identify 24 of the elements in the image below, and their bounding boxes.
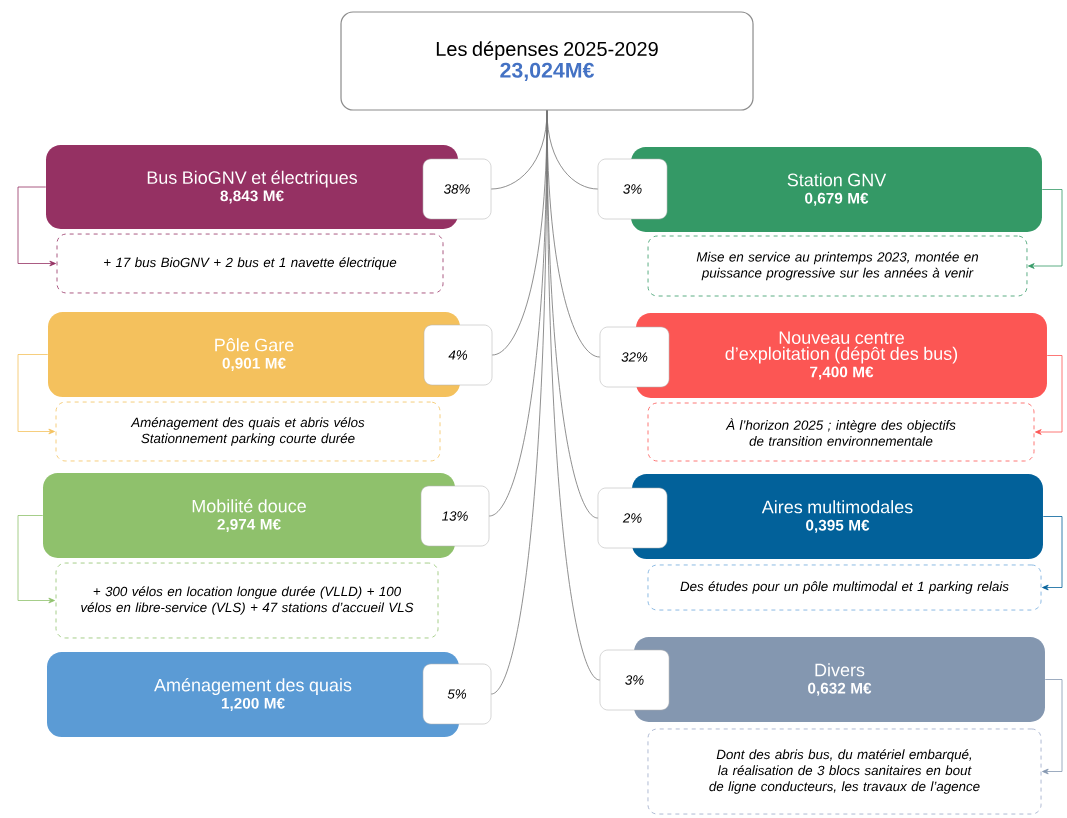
percentage-badge: 3% — [599, 649, 670, 711]
title-box: Les dépenses 2025-2029 23,024M€ — [340, 11, 754, 111]
description-box: Mise en service au printemps 2023, montée en puissance progressive sur les années à venir — [647, 235, 1028, 297]
description-box: Des études pour un pôle multimodal et 1 parking relais — [647, 564, 1042, 611]
percentage-badge: 13% — [420, 485, 490, 547]
arrow — [17, 186, 56, 267]
arrow — [1035, 355, 1063, 435]
arrow — [1042, 516, 1063, 591]
arrow — [17, 515, 55, 604]
connector-curve — [546, 110, 601, 681]
arrow — [1042, 679, 1063, 775]
percentage-badge: 3% — [597, 158, 668, 220]
description-box: + 300 vélos en location longue durée (VLLD) + 100 vélos en libre-service (VLS) + 47 stations d’accueil VLS — [55, 562, 439, 639]
percentage-badge: 38% — [422, 158, 492, 220]
arrow — [1028, 189, 1063, 269]
percentage-badge: 4% — [423, 324, 493, 386]
percentage-badge: 32% — [599, 326, 670, 388]
description-box: Aménagement des quais et abris vélos Stationnement parking courte durée — [55, 401, 441, 462]
description-box: Dont des abris bus, du matériel embarqué, la réalisation de 3 blocs sanitaires en bout de ligne conducteurs, les travaux de l’agence — [647, 728, 1042, 815]
arrow — [17, 354, 55, 435]
description-box: À l’horizon 2025 ; intègre des objectifs de transition environnementale — [647, 402, 1035, 462]
percentage-badge: 2% — [597, 487, 668, 549]
percentage-badge: 5% — [422, 663, 492, 725]
description-box: + 17 bus BioGNV + 2 bus et 1 navette électrique — [56, 233, 444, 294]
